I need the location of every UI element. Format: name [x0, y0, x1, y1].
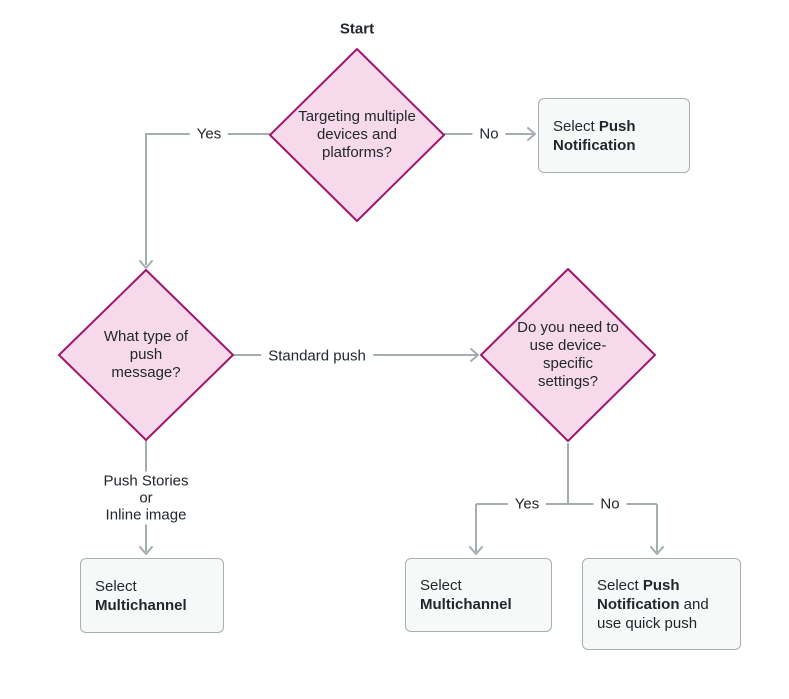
edge-label-push-stories: Push Stories or Inline image [96, 471, 196, 525]
arrowhead-down-push-stories [139, 546, 153, 555]
diamond-text-device-settings: Do you need to use device-specific setti… [517, 319, 619, 390]
result-text: Select Multichannel [95, 577, 187, 614]
result-box-multichannel-mid: Select Multichannel [405, 558, 552, 632]
diamond-text-targeting: Targeting multiple devices and platforms… [298, 108, 416, 161]
arrowhead-down-yes-top [139, 260, 153, 269]
edge-label-yes-bottom: Yes [507, 494, 547, 514]
arrowhead-right-no-top [527, 127, 536, 141]
result-box-push-quick: Select Push Notification and use quick p… [582, 558, 741, 650]
arrowhead-right-standard-push [470, 348, 479, 362]
arrowhead-down-yes-bottom [469, 546, 483, 555]
edge-label-yes-top: Yes [189, 124, 229, 144]
result-box-multichannel-left: Select Multichannel [80, 558, 224, 633]
edge-label-no-top: No [472, 124, 506, 144]
decision-diamond-push-type [58, 269, 234, 441]
edge-label-standard-push: Standard push [261, 346, 373, 366]
decision-diamond-device-settings [480, 268, 656, 442]
diamond-text-push-type: What type of push message? [103, 328, 189, 381]
result-text: Select Push Notification and use quick p… [597, 576, 709, 632]
connector-yes-top [145, 133, 270, 265]
result-box-push-notification: Select Push Notification [538, 98, 690, 173]
edge-label-no-bottom: No [593, 494, 627, 514]
arrowhead-down-no-bottom [650, 546, 664, 555]
result-text: Select Push Notification [553, 117, 636, 154]
decision-diamond-targeting [269, 48, 445, 222]
start-label: Start [339, 20, 375, 38]
result-text: Select Multichannel [420, 577, 512, 613]
